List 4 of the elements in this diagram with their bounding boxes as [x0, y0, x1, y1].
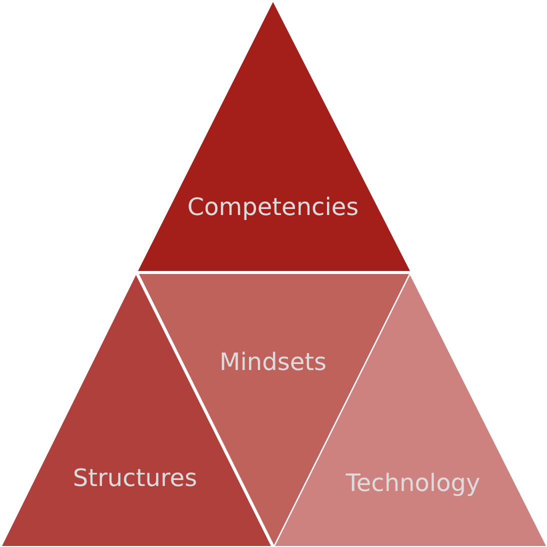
segment-label: Technology — [346, 469, 480, 497]
segment-label: Mindsets — [220, 348, 326, 376]
segment-label: Competencies — [187, 193, 359, 221]
segment-label: Structures — [72, 464, 198, 492]
